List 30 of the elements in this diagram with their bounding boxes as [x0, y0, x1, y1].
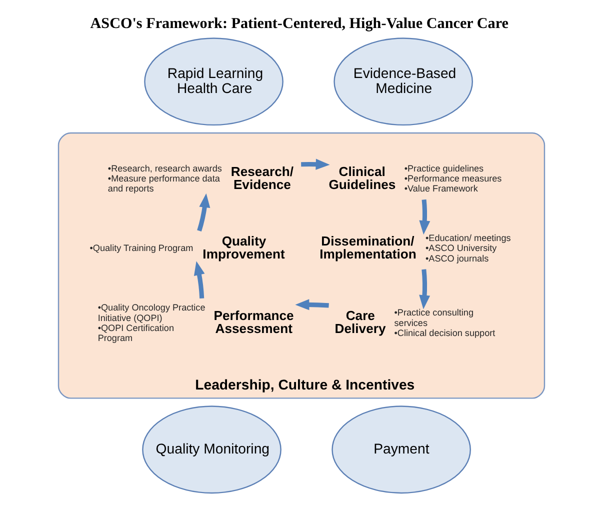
arrow	[295, 298, 329, 310]
diagram-title: ASCO's Framework: Patient-Centered, High-Value Cancer Care	[90, 16, 509, 32]
arrow	[301, 158, 330, 170]
node-ellipse: Payment	[332, 405, 471, 494]
node-text: Care Delivery	[334, 307, 386, 336]
node-label: •ASCO journals	[426, 252, 489, 263]
node-label: •Quality Oncology Practice Initiative (QOPI)	[98, 302, 206, 322]
node-ellipse: Rapid Learning Health Care	[144, 37, 284, 126]
node-label: •Education/ meetings	[426, 232, 511, 243]
node-ellipse: Quality Monitoring	[142, 405, 282, 494]
node-text: Quality Improvement	[202, 232, 285, 261]
node-label: •Practice consulting services	[394, 307, 474, 328]
arrow	[419, 198, 430, 234]
node-label: •Quality Training Program	[90, 242, 194, 253]
arrow	[419, 268, 430, 309]
node-label: •Research, research awards	[108, 163, 222, 174]
node-text: Dissemination/ Implementation	[320, 232, 416, 261]
node-label: •ASCO University	[426, 242, 497, 253]
node-label: •Clinical decision support	[394, 327, 496, 338]
node-text: Performance Assessment	[214, 307, 294, 336]
node-text: Research/ Evidence	[230, 163, 294, 192]
arrow	[197, 192, 210, 231]
node-label: •Measure performance data and reports	[108, 173, 220, 194]
node-label: •Performance measures	[404, 173, 502, 184]
arrow	[194, 260, 205, 298]
node-text: Clinical Guidelines	[328, 163, 396, 192]
node-label: •QOPI Certification Program	[98, 322, 174, 342]
node-label: •Practice guidelines	[404, 163, 484, 174]
node-ellipse: Evidence-Based Medicine	[334, 37, 473, 126]
node-label: •Value Framework	[404, 183, 478, 194]
